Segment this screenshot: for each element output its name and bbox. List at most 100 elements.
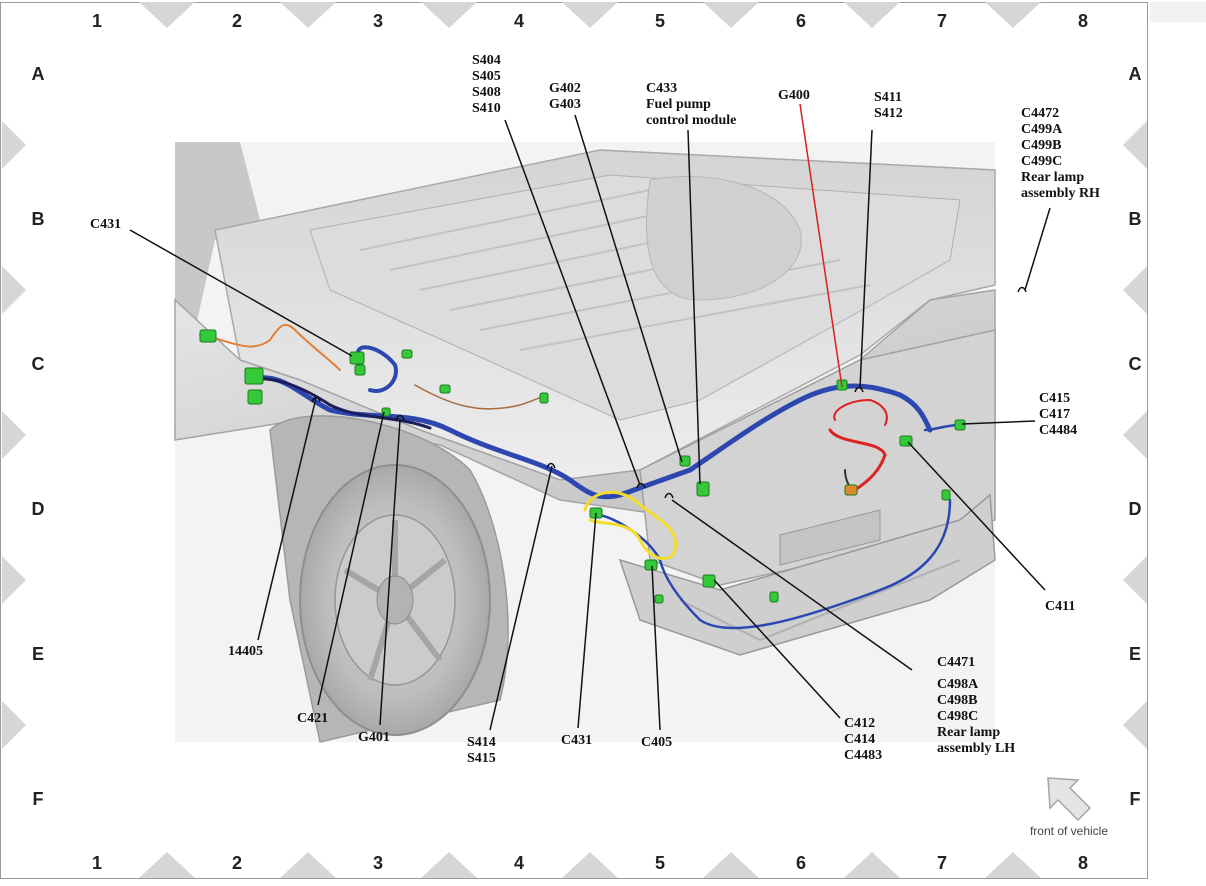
callout-line: S408 — [472, 85, 501, 100]
callout-c411: C411 — [1045, 599, 1075, 614]
grid-edge-marker — [1123, 701, 1147, 749]
grid-edge-marker — [280, 852, 336, 878]
grid-column-label: 5 — [655, 11, 665, 31]
grid-edge-marker — [703, 2, 759, 28]
grid-row-label: C — [1129, 354, 1142, 374]
grid-column-label: 4 — [514, 11, 524, 31]
grid-edge-marker — [1123, 411, 1147, 459]
callout-line: S411 — [874, 90, 902, 105]
callout-line: C415 — [1039, 391, 1070, 406]
grid-column-label: 7 — [937, 853, 947, 873]
grid-row-label: C — [32, 354, 45, 374]
grid-row-label: B — [32, 209, 45, 229]
front-of-vehicle-label: front of vehicle — [1030, 824, 1108, 838]
g400-leader — [799, 103, 843, 388]
grid-row-label: D — [32, 499, 45, 519]
callout-line: S410 — [472, 101, 501, 116]
grid-edge-marker — [2, 266, 26, 314]
front-of-vehicle-indicator: front of vehicle — [1030, 777, 1108, 838]
callout-c421: C421 — [297, 711, 328, 726]
grid-edge-marker — [1123, 556, 1147, 604]
callout-line: S415 — [467, 751, 496, 766]
grid-row-label: E — [32, 644, 44, 664]
grid-column-label: 3 — [373, 11, 383, 31]
grid-edge-marker — [562, 852, 618, 878]
grid-edge-marker — [1123, 121, 1147, 169]
callout-line: C4484 — [1039, 423, 1077, 438]
callout-g401: G401 — [358, 730, 390, 745]
grid-edge-marker — [703, 852, 759, 878]
callout-line: C405 — [641, 735, 672, 750]
callout-line: S414 — [467, 735, 496, 750]
callout-line: Rear lamp — [1021, 170, 1084, 185]
grid-edge-marker — [562, 2, 618, 28]
callout-line: C433 — [646, 81, 677, 96]
callout-line: C499B — [1021, 138, 1061, 153]
callout-g400: G400 — [778, 88, 810, 103]
grid-row-label: E — [1129, 644, 1141, 664]
grid-edge-marker — [280, 2, 336, 28]
grid-edge-marker — [985, 2, 1041, 28]
callout-line: G402 — [549, 81, 581, 96]
callout-line: S405 — [472, 69, 501, 84]
grid-column-label: 6 — [796, 853, 806, 873]
grid-edge-marker — [844, 2, 900, 28]
callout-line: C499C — [1021, 154, 1062, 169]
grid-edge-marker — [421, 2, 477, 28]
callout-c405: C405 — [641, 735, 672, 750]
callout-line: C421 — [297, 711, 328, 726]
callout-line: S412 — [874, 106, 903, 121]
callout-line: C498B — [937, 693, 977, 708]
callout-line: C414 — [844, 732, 875, 747]
grid-column-label: 8 — [1078, 11, 1088, 31]
callout-line: control module — [646, 113, 736, 128]
callout-line: G403 — [549, 97, 581, 112]
callout-line: assembly RH — [1021, 186, 1100, 201]
grid-row-label: A — [32, 64, 45, 84]
grid-edge-marker — [139, 852, 195, 878]
grid-column-label: 2 — [232, 853, 242, 873]
callout-line: S404 — [472, 53, 501, 68]
arrow-up-left-icon — [1047, 777, 1092, 822]
grid-edge-marker — [421, 852, 477, 878]
callout-c431-bottom: C431 — [561, 733, 592, 748]
grid-edge-marker — [2, 556, 26, 604]
callout-line: Rear lamp — [937, 725, 1000, 740]
callout-line: C4471 — [937, 655, 975, 670]
callout-c431-top: C431 — [90, 217, 121, 232]
grid-edge-marker — [2, 121, 26, 169]
callout-leaders — [129, 114, 1051, 731]
callout-line: G401 — [358, 730, 390, 745]
callout-line: C4483 — [844, 748, 882, 763]
grid-edge-marker — [139, 2, 195, 28]
grid-row-label: A — [1129, 64, 1142, 84]
callout-line: C417 — [1039, 407, 1070, 422]
callout-line: C431 — [561, 733, 592, 748]
callout-line: assembly LH — [937, 741, 1015, 756]
grid-row-label: B — [1129, 209, 1142, 229]
grid-column-label: 1 — [92, 853, 102, 873]
grid-column-label: 2 — [232, 11, 242, 31]
callout-line: Fuel pump — [646, 97, 711, 112]
splice-markers — [311, 286, 1027, 499]
grid-edge-marker — [2, 411, 26, 459]
callout-line: C498C — [937, 709, 978, 724]
grid-column-label: 7 — [937, 11, 947, 31]
grid-row-label: F — [1130, 789, 1141, 809]
callout-line: C411 — [1045, 599, 1075, 614]
grid-edge-marker — [1123, 266, 1147, 314]
grid-column-label: 8 — [1078, 853, 1088, 873]
callout-line: C4472 — [1021, 106, 1059, 121]
grid-column-label: 5 — [655, 853, 665, 873]
callout-line: C499A — [1021, 122, 1063, 137]
